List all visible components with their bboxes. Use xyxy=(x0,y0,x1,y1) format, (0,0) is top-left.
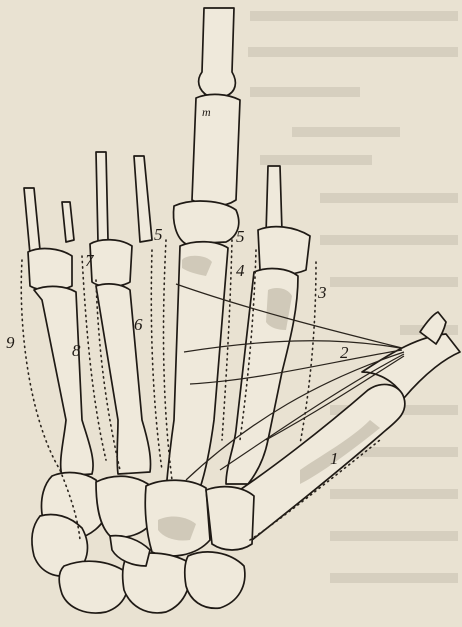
label-5-left: 5 xyxy=(154,225,163,244)
little-finger-bones xyxy=(24,188,93,476)
label-8: 8 xyxy=(72,341,81,360)
label-4: 4 xyxy=(236,261,245,280)
label-9: 9 xyxy=(6,333,15,352)
label-2: 2 xyxy=(340,343,349,362)
label-m: m xyxy=(202,105,211,119)
label-3: 3 xyxy=(317,283,327,302)
label-1: 1 xyxy=(330,449,339,468)
carpal-bones xyxy=(32,473,254,614)
middle-finger-bones xyxy=(166,8,240,490)
label-6: 6 xyxy=(134,315,143,334)
label-5-right: 5 xyxy=(236,227,245,246)
